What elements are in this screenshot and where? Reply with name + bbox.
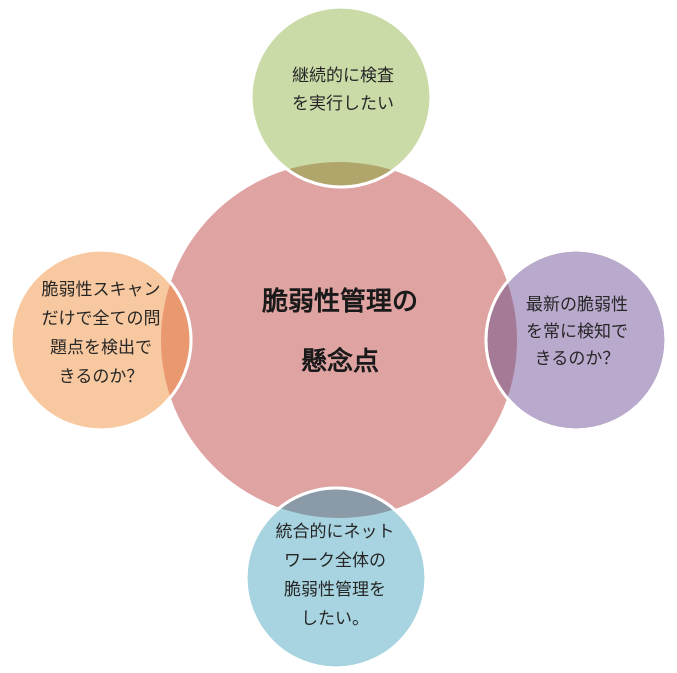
left-label-line: 題点を検出で <box>50 338 152 358</box>
top-label: 継続的に検査 を実行したい <box>258 62 428 118</box>
top-circle-outline <box>249 5 433 189</box>
right-circle-outline <box>484 248 668 432</box>
right-label-line: きるのか？ <box>534 349 620 369</box>
center-label: 脆弱性管理の 懸念点 <box>205 272 475 392</box>
center-label-line: 脆弱性管理の <box>261 287 418 317</box>
right-label-line: 最新の脆弱性 <box>526 295 628 315</box>
bottom-label: 統合的にネット ワーク全体の 脆弱性管理を したい。 <box>250 518 420 634</box>
left-circle-outline <box>9 248 193 432</box>
left-label-line: きるのか？ <box>58 367 144 387</box>
top-label-line: を実行したい <box>292 94 394 114</box>
center-label-line: 懸念点 <box>300 347 379 377</box>
right-label-line: を常に検知で <box>526 322 628 342</box>
bottom-label-line: 脆弱性管理を <box>284 580 386 600</box>
bottom-label-line: したい。 <box>301 609 369 629</box>
top-label-line: 継続的に検査 <box>292 66 394 86</box>
center-circle <box>161 162 517 518</box>
bottom-label-line: 統合的にネット <box>275 522 395 542</box>
left-label-line: だけで全ての問 <box>41 309 161 329</box>
right-label: 最新の脆弱性 を常に検知で きるのか？ <box>502 292 652 373</box>
bottom-label-line: ワーク全体の <box>284 551 386 571</box>
left-label: 脆弱性スキャン だけで全ての問 題点を検出で きるのか？ <box>16 276 186 392</box>
left-label-line: 脆弱性スキャン <box>41 280 161 300</box>
bottom-circle-outline <box>244 486 428 670</box>
